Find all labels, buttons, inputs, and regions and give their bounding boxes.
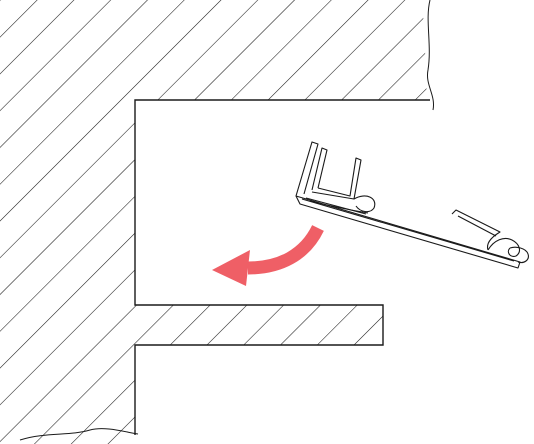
profile-clip-outer bbox=[295, 141, 319, 197]
wall-hatching bbox=[0, 0, 431, 444]
aluminium-profile-icon bbox=[295, 141, 529, 269]
profile-channel bbox=[311, 157, 362, 200]
profile-flange-inner bbox=[301, 198, 515, 262]
profile-base-inner bbox=[309, 200, 369, 214]
profile-end-inner bbox=[457, 215, 497, 237]
break-line-bottom bbox=[19, 428, 139, 441]
recess-outline bbox=[134, 99, 430, 435]
profile-hook bbox=[353, 195, 376, 213]
arrow-shaft bbox=[247, 224, 324, 275]
profile-flange bbox=[295, 195, 521, 269]
arrow-head bbox=[212, 250, 250, 286]
profile-clip-inner bbox=[311, 147, 328, 191]
wall-section bbox=[0, 0, 435, 444]
curved-arrow-icon bbox=[212, 224, 324, 286]
break-line-right bbox=[426, 0, 435, 111]
profile-end-tab bbox=[451, 209, 501, 251]
profile-end-curl-outer bbox=[509, 246, 529, 264]
